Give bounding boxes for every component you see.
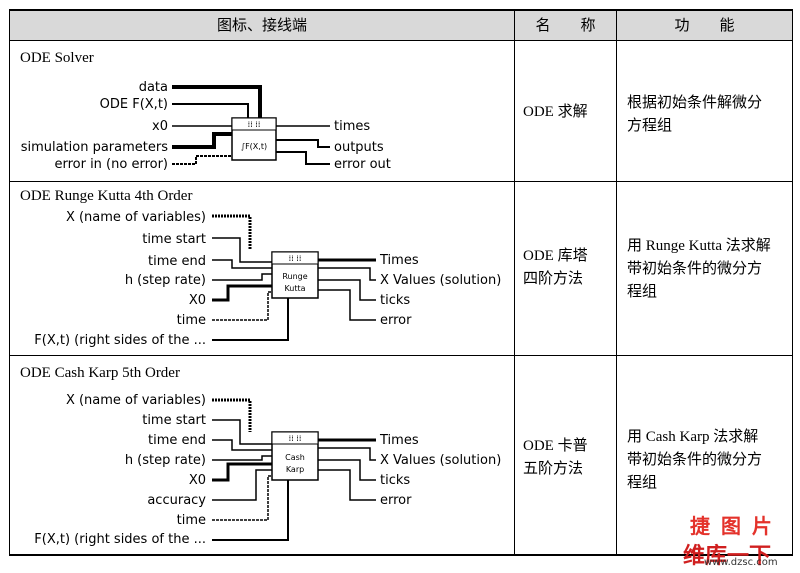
svg-text:X (name of variables): X (name of variables) xyxy=(66,393,206,408)
ode-solver-vi-diagram: data ODE F(X,t) x0 simulation parameters… xyxy=(21,80,502,547)
svg-text:Runge: Runge xyxy=(282,272,307,281)
svg-text:Karp: Karp xyxy=(286,465,304,474)
svg-text:Times: Times xyxy=(379,253,419,268)
cash-karp-function: 用 Cash Karp 法求解 带初始条件的微分方 程组 xyxy=(627,429,763,491)
svg-text:time: time xyxy=(177,513,206,528)
ode-solver-function: 根据初始条件解微分 方程组 xyxy=(627,95,763,134)
cash-karp-title: ODE Cash Karp 5th Order xyxy=(20,365,180,381)
runge-kutta-wires xyxy=(212,214,376,341)
runge-kutta-terminal-labels: X (name of variables) time start time en… xyxy=(34,210,501,348)
column-divider-1 xyxy=(514,9,515,556)
row-divider-2 xyxy=(9,355,793,356)
ode-solver-wires xyxy=(172,85,330,165)
runge-kutta-vi-icon: ⁞⁞ ⁞⁞ Runge Kutta xyxy=(271,251,319,299)
input-label: data xyxy=(139,80,168,95)
svg-text:ticks: ticks xyxy=(380,293,410,308)
svg-text:X0: X0 xyxy=(189,293,206,308)
svg-text:time end: time end xyxy=(148,254,206,269)
svg-text:ticks: ticks xyxy=(380,473,410,488)
svg-text:time start: time start xyxy=(142,232,206,247)
row-divider-1 xyxy=(9,181,793,182)
header-name: 名 称 xyxy=(535,16,596,34)
header-icons-terminals: 图标、接线端 xyxy=(216,16,307,34)
header-divider xyxy=(9,40,793,41)
svg-text:Times: Times xyxy=(379,433,419,448)
input-label: x0 xyxy=(152,119,168,134)
svg-text:time end: time end xyxy=(148,433,206,448)
svg-text:Cash: Cash xyxy=(285,453,305,462)
output-label: times xyxy=(334,119,370,134)
svg-text:accuracy: accuracy xyxy=(147,493,206,508)
runge-kutta-function: 用 Runge Kutta 法求解 带初始条件的微分方 程组 xyxy=(627,238,771,300)
svg-text:time: time xyxy=(177,313,206,328)
svg-text:⁞⁞ ⁞⁞: ⁞⁞ ⁞⁞ xyxy=(289,254,302,263)
output-label: outputs xyxy=(334,140,384,155)
cash-karp-terminal-labels: X (name of variables) time start time en… xyxy=(34,393,501,547)
cash-karp-wires xyxy=(212,398,376,541)
table-bottom-border xyxy=(9,554,793,556)
svg-text:Kutta: Kutta xyxy=(284,284,305,293)
svg-text:error: error xyxy=(380,313,412,328)
table-left-border xyxy=(9,9,10,556)
svg-text:time start: time start xyxy=(142,413,206,428)
ode-solver-terminal-labels: data ODE F(X,t) x0 simulation parameters… xyxy=(21,80,391,172)
svg-text:X (name of variables): X (name of variables) xyxy=(66,210,206,225)
svg-text:⁞⁞ ⁞⁞: ⁞⁞ ⁞⁞ xyxy=(289,434,302,443)
cash-karp-name: ODE 卡普 五阶方法 xyxy=(523,438,588,477)
svg-text:X0: X0 xyxy=(189,473,206,488)
header-function: 功 能 xyxy=(674,16,735,34)
svg-text:⁞⁞ ⁞⁞: ⁞⁞ ⁞⁞ xyxy=(248,120,261,129)
svg-text:error: error xyxy=(380,493,412,508)
output-label: error out xyxy=(334,157,391,172)
svg-text:h (step rate): h (step rate) xyxy=(125,273,206,288)
svg-text:X Values (solution): X Values (solution) xyxy=(380,453,501,468)
ode-solver-title: ODE Solver xyxy=(20,50,94,66)
ode-solver-vi-icon: ⁞⁞ ⁞⁞ ∫F(X,t) xyxy=(231,117,277,161)
runge-kutta-name: ODE 库塔 四阶方法 xyxy=(523,248,588,287)
table-top-border xyxy=(9,9,793,11)
runge-kutta-title: ODE Runge Kutta 4th Order xyxy=(20,188,193,204)
vi-icon-text: ∫F(X,t) xyxy=(241,142,267,151)
table-header-background xyxy=(10,10,792,40)
ode-solver-name: ODE 求解 xyxy=(523,104,588,120)
svg-text:h (step rate): h (step rate) xyxy=(125,453,206,468)
input-label: error in (no error) xyxy=(54,157,168,172)
column-divider-2 xyxy=(616,9,617,556)
watermark-logo: 维库一下 xyxy=(683,544,772,569)
svg-text:F(X,t) (right sides of the ...: F(X,t) (right sides of the ... xyxy=(34,532,206,547)
input-label: simulation parameters xyxy=(21,140,169,155)
table-right-border xyxy=(792,9,793,556)
svg-text:X Values (solution): X Values (solution) xyxy=(380,273,501,288)
watermark-url: www.dzsc.com xyxy=(704,557,778,568)
watermark-top: 捷 图 片 xyxy=(690,514,774,538)
cash-karp-vi-icon: ⁞⁞ ⁞⁞ Cash Karp xyxy=(271,431,319,481)
input-label: ODE F(X,t) xyxy=(100,97,168,112)
svg-text:F(X,t) (right sides of the ...: F(X,t) (right sides of the ... xyxy=(34,333,206,348)
